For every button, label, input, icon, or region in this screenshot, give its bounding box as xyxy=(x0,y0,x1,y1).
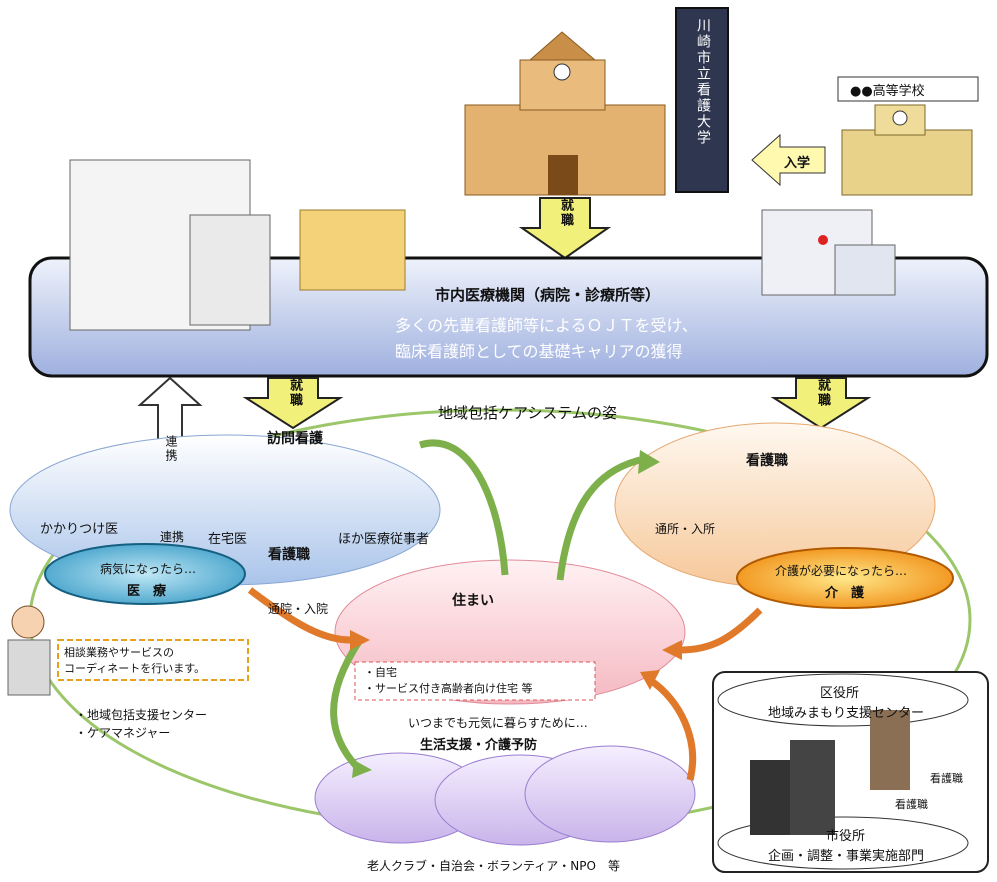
orange-arrow-3 xyxy=(648,677,697,781)
orange-arrow-2 xyxy=(679,607,763,654)
medical-pill-line1: 病気になったら… xyxy=(100,562,197,576)
hospital-buildings-left xyxy=(69,159,406,331)
care-pill-line2: 介 護 xyxy=(825,586,865,601)
admission-label: 入学 xyxy=(784,156,811,171)
medical-pill xyxy=(44,543,246,605)
employ-arrow-top xyxy=(518,197,612,260)
hospital-band-line1: 多くの先輩看護師等によるＯＪＴを受け、 xyxy=(395,316,698,335)
admission-arrow xyxy=(751,133,826,187)
family-doctor-label: かかりつけ医 xyxy=(40,522,119,537)
community-ellipse-3 xyxy=(524,745,696,843)
life-line-1: いつまでも元気に暮らすために… xyxy=(408,716,588,730)
home-item-2: ・サービス付き高齢者向け住宅 等 xyxy=(364,682,533,695)
consult-role-2: ・ケアマネジャー xyxy=(75,726,171,740)
consultant-figure xyxy=(7,605,51,696)
home-items-box xyxy=(354,661,596,701)
green-arrow-2 xyxy=(556,456,641,581)
visiting-nurse-label: 訪問看護 xyxy=(267,431,323,447)
ward-line-1: 区役所 xyxy=(820,686,860,701)
hospital-band-line2: 臨床看護師としての基礎キャリアの獲得 xyxy=(395,342,683,361)
school-label: ●●高等学校 xyxy=(850,84,925,99)
employ-label-left: 就職 xyxy=(287,378,302,408)
consult-line-1: 相談業務やサービスの xyxy=(64,646,174,659)
consult-role-1: ・地域包括支援センター xyxy=(75,708,208,722)
university-building xyxy=(464,31,666,196)
orange-arrow-1 xyxy=(247,587,351,644)
center-title: 地域包括ケアシステムの姿 xyxy=(438,404,617,422)
green-arrow-3 xyxy=(330,638,363,773)
employ-arrow-left xyxy=(242,377,344,430)
home-item-1: ・自宅 xyxy=(364,666,397,679)
home-doctor-label: 在宅医 xyxy=(208,532,248,547)
school-building xyxy=(841,104,973,196)
ward-nurse-2: 看護職 xyxy=(895,798,928,811)
university-name-plate xyxy=(675,7,729,193)
clinic-building-right xyxy=(761,209,896,296)
green-arrow-1 xyxy=(418,439,509,576)
hospital-visit-label: 通院・入院 xyxy=(268,602,329,616)
other-staff-label: ほか医療従事者 xyxy=(338,532,430,547)
life-line-2: 生活支援・介護予防 xyxy=(420,738,538,753)
hospital-band-title: 市内医療機関（病院・診療所等） xyxy=(435,286,661,304)
city-buildings xyxy=(750,710,910,835)
ward-line-2: 地域みまもり支援センター xyxy=(768,706,925,721)
employ-label-right: 就職 xyxy=(815,378,830,408)
cooperation-label-1: 連携 xyxy=(164,435,178,463)
cooperation-label-2: 連携 xyxy=(160,530,185,544)
home-title: 住まい xyxy=(452,593,494,609)
employ-label-top: 就職 xyxy=(558,198,573,228)
ward-nurse-1: 看護職 xyxy=(930,772,963,785)
medical-pill-line2: 医 療 xyxy=(127,584,167,599)
care-pill-line1: 介護が必要になったら… xyxy=(775,564,908,578)
care-pill xyxy=(736,547,954,609)
university-name: 川崎市立看護大学 xyxy=(695,18,711,146)
daycare-label: 通所・入所 xyxy=(655,522,716,536)
city-line-1: 市役所 xyxy=(826,829,866,844)
city-line-2: 企画・調整・事業実施部門 xyxy=(768,849,925,864)
consult-bubble xyxy=(57,639,249,681)
consult-line-2: コーディネートを行います。 xyxy=(64,662,206,675)
employ-arrow-right xyxy=(770,377,872,430)
medical-nurse-label: 看護職 xyxy=(268,547,310,563)
school-label-box xyxy=(837,76,979,102)
care-nurse-label: 看護職 xyxy=(746,453,788,469)
community-label: 老人クラブ・自治会・ボランティア・NPO 等 xyxy=(367,859,620,873)
